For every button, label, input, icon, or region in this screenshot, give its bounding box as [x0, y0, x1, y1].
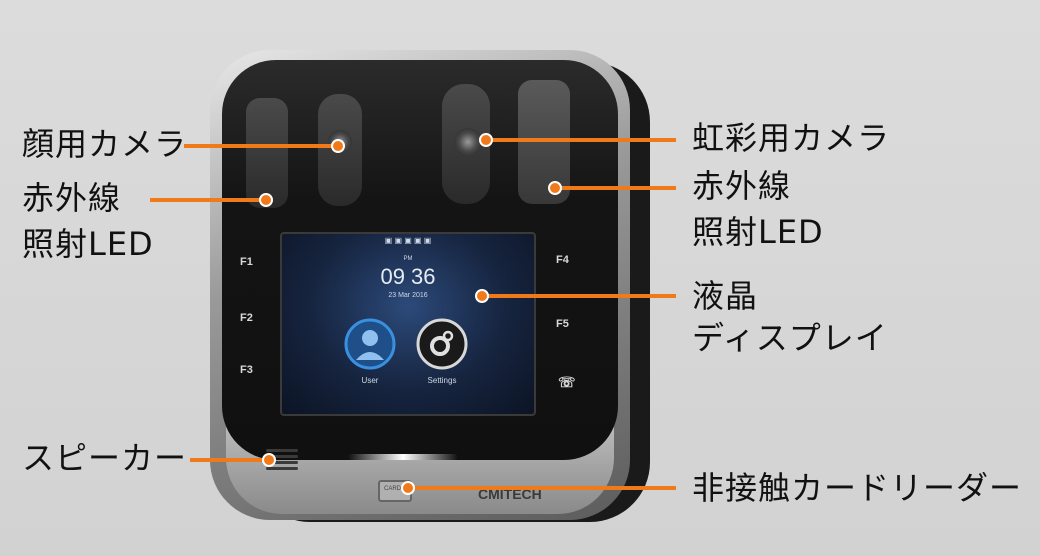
f3-key[interactable]: F3 — [240, 364, 253, 376]
dot-ir-led-right — [548, 181, 562, 195]
f2-key[interactable]: F2 — [240, 312, 253, 324]
leader-iris-camera — [486, 138, 676, 142]
leader-speaker — [190, 458, 268, 462]
status-icons: ▣ ▣ ▣ ▣ ▣ — [384, 236, 432, 245]
leader-face-camera — [184, 144, 338, 148]
dot-card-reader — [401, 481, 415, 495]
screen-ampm: PM — [403, 256, 413, 262]
label-lcd-line2: ディスプレイ — [692, 319, 888, 357]
label-ir-led-right-line2: 照射LED — [692, 213, 824, 251]
label-ir-led-left-line1: 赤外線 — [22, 179, 122, 217]
dot-ir-led-left — [259, 193, 273, 207]
dot-lcd — [475, 289, 489, 303]
ir-led-left-window — [246, 98, 288, 208]
dot-speaker — [262, 453, 276, 467]
label-iris-camera: 虹彩用カメラ — [692, 119, 891, 157]
leader-ir-led-right — [556, 186, 676, 190]
label-ir-led-left-line2: 照射LED — [22, 225, 154, 263]
label-face-camera: 顔用カメラ — [22, 125, 188, 163]
f4-key[interactable]: F4 — [556, 254, 569, 266]
label-lcd-line1: 液晶 — [692, 277, 759, 315]
label-card-reader: 非接触カードリーダー — [692, 469, 1023, 507]
screen-date: 23 Mar 2016 — [388, 292, 428, 299]
f1-key[interactable]: F1 — [240, 256, 253, 268]
brand-logo: CMITECH — [478, 486, 542, 502]
speaker-grille — [266, 446, 298, 473]
ir-led-right-window — [518, 80, 570, 204]
dot-face-camera — [331, 139, 345, 153]
settings-label: Settings — [427, 376, 457, 385]
lcd-screen: ▣ ▣ ▣ ▣ ▣ PM 09 36 23 Mar 2016 User Sett… — [280, 232, 536, 416]
settings-icon[interactable] — [416, 318, 468, 370]
leader-ir-led-left — [150, 198, 264, 202]
f5-key[interactable]: F5 — [556, 318, 569, 330]
user-label: User — [361, 376, 379, 385]
dot-iris-camera — [479, 133, 493, 147]
phone-icon[interactable]: ☏ — [558, 374, 576, 390]
leader-card-reader — [408, 486, 676, 490]
label-ir-led-right-line1: 赤外線 — [692, 167, 792, 205]
user-icon[interactable] — [344, 318, 396, 370]
leader-lcd — [482, 294, 676, 298]
status-light-strip — [348, 454, 458, 460]
screen-time: 09 36 — [380, 264, 436, 289]
label-speaker: スピーカー — [22, 439, 188, 477]
iris-camera-lens — [454, 128, 482, 156]
card-label: CARD — [384, 486, 402, 492]
